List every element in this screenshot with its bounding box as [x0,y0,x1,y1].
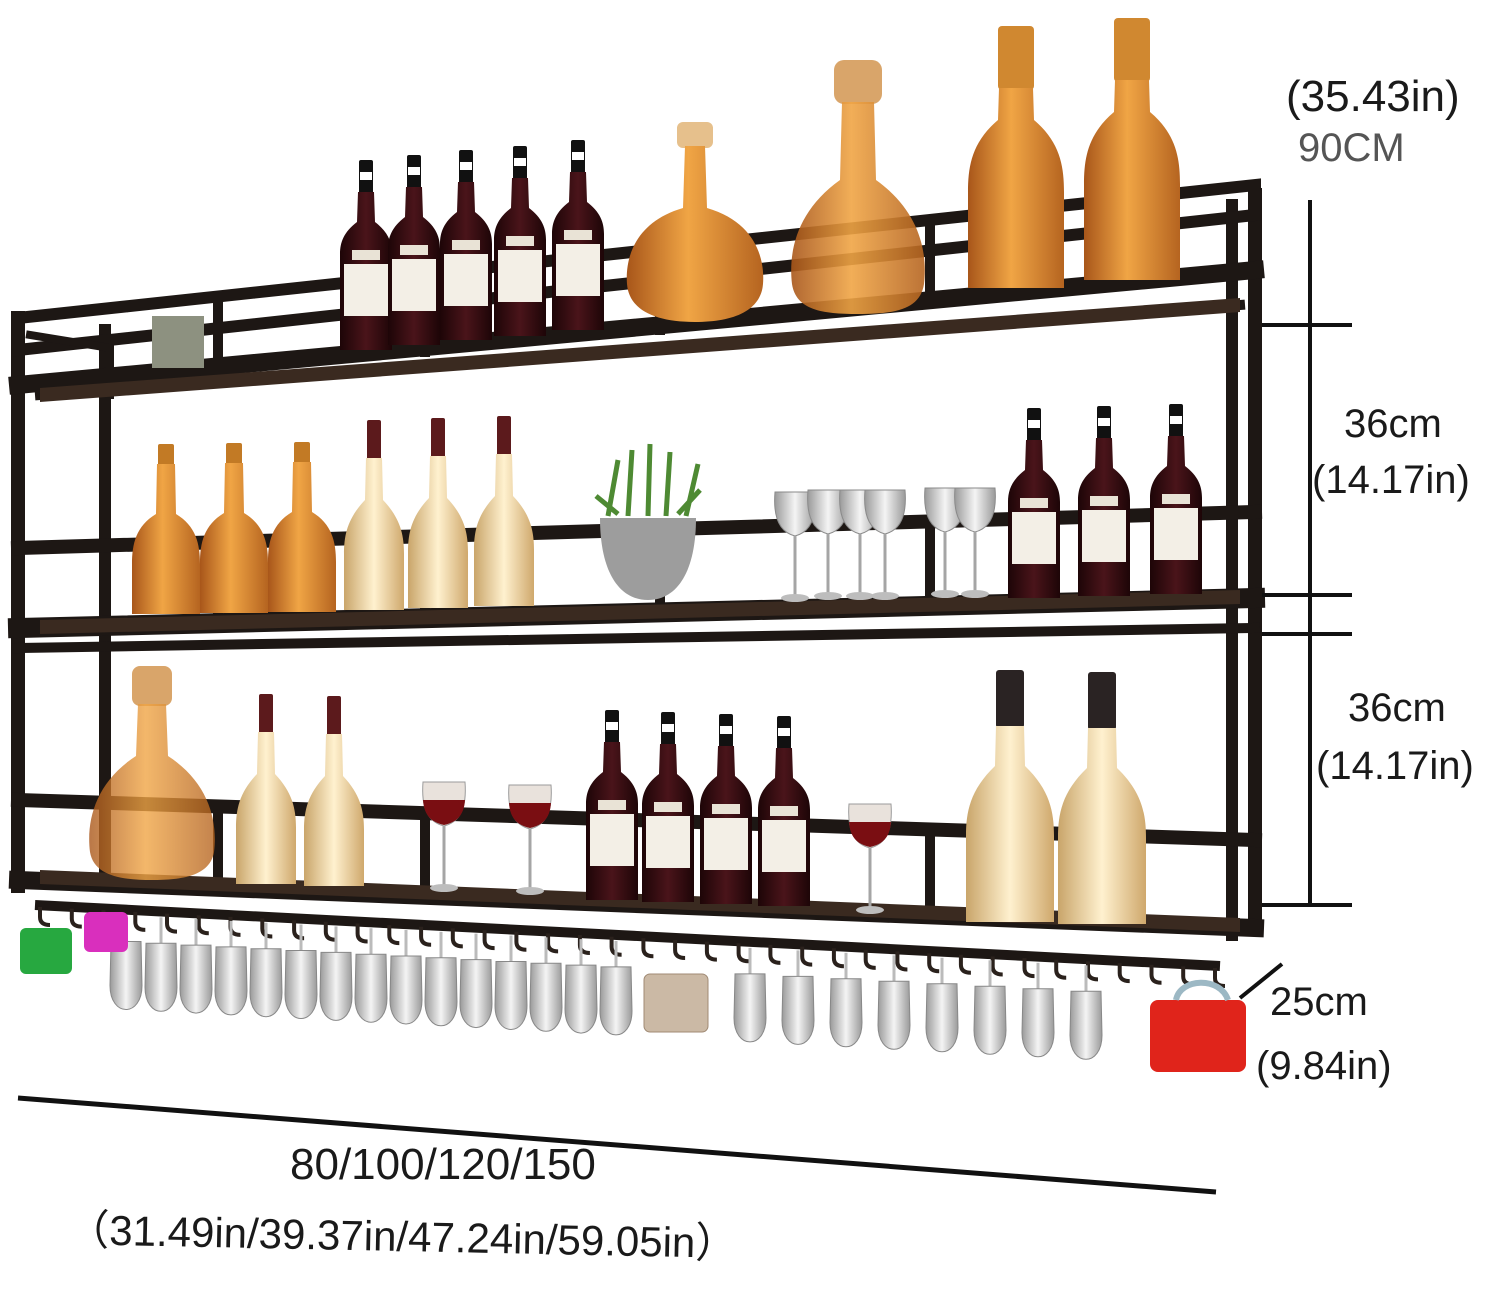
hanging-wine-glass [283,923,319,1020]
patterned-mug [643,973,709,1033]
depth-inches-label: (9.84in) [1256,1044,1392,1088]
white-wine-bottle [474,416,534,606]
hanging-wine-glass [1020,961,1056,1059]
tier-1-height-inches-label: (14.17in) [1312,458,1470,502]
tier-2-height-inches-label: (14.17in) [1316,744,1474,788]
hanging-wine-glass [213,919,249,1017]
red-wine-bottle [552,140,604,330]
red-wine-bottle [388,155,440,345]
hanging-wine-glass [563,937,599,1035]
red-wine-bottle [340,160,392,350]
depth-cm-label: 25cm [1270,980,1368,1024]
hanging-wine-glass [248,921,284,1019]
wine-glass [953,486,997,600]
tier-2-height-cm-label: 36cm [1348,686,1446,730]
white-wine-bottle [236,694,296,884]
white-wine-bottle [1058,672,1146,924]
amber-bottle [268,442,336,612]
glass-hanger-rail [34,900,1227,1061]
width-dimension-line [17,1095,1217,1195]
wine-glass [863,488,907,602]
width-cm-label: 80/100/120/150 [290,1140,596,1189]
white-wine-bottle [966,670,1054,922]
red-wine-bottle [642,712,694,902]
white-wine-bottle [408,418,468,608]
glass-jar [152,316,204,368]
hanging-wine-glass [353,926,389,1024]
red-wine-bottle [700,714,752,904]
red-wine-bottle [586,710,638,900]
amber-bottle [132,444,200,614]
decanter [626,122,764,322]
red-wine-glass [507,783,553,897]
total-height-cm-label: 90CM [1298,126,1405,170]
bottom-shelf-bottles [89,666,1146,924]
depth-dimension-line [1238,962,1284,1000]
hanging-mugs [20,912,1246,1072]
top-shelf-bottles [152,18,1180,368]
hanging-wine-glass [924,956,960,1054]
hanging-wine-glass [318,924,354,1022]
white-wine-bottle [344,420,404,610]
red-wine-bottle [1150,404,1202,594]
amber-bottle [200,443,268,613]
decanter [89,666,215,880]
hanging-wine-glass [598,939,634,1037]
amber-bottle [1084,18,1180,280]
red-mug [1150,1000,1246,1072]
dimension-lines [17,200,1352,1195]
tier-1-height-cm-label: 36cm [1344,402,1442,446]
green-mug [20,928,72,974]
total-height-inches-label: (35.43in) [1286,72,1460,121]
decanter [791,60,925,314]
middle-shelf-bottles [132,404,1202,614]
red-wine-glass [847,802,893,916]
red-wine-bottle [1008,408,1060,598]
potted-plant [594,443,702,600]
hanging-wine-glass [828,951,864,1049]
white-wine-bottle [304,696,364,886]
hanging-wine-glass [732,946,768,1044]
amber-bottle [968,26,1064,288]
red-wine-bottle [758,716,810,906]
red-wine-bottle [1078,406,1130,596]
red-wine-bottle [440,150,492,340]
pink-mug [84,912,128,952]
red-wine-bottle [494,146,546,336]
